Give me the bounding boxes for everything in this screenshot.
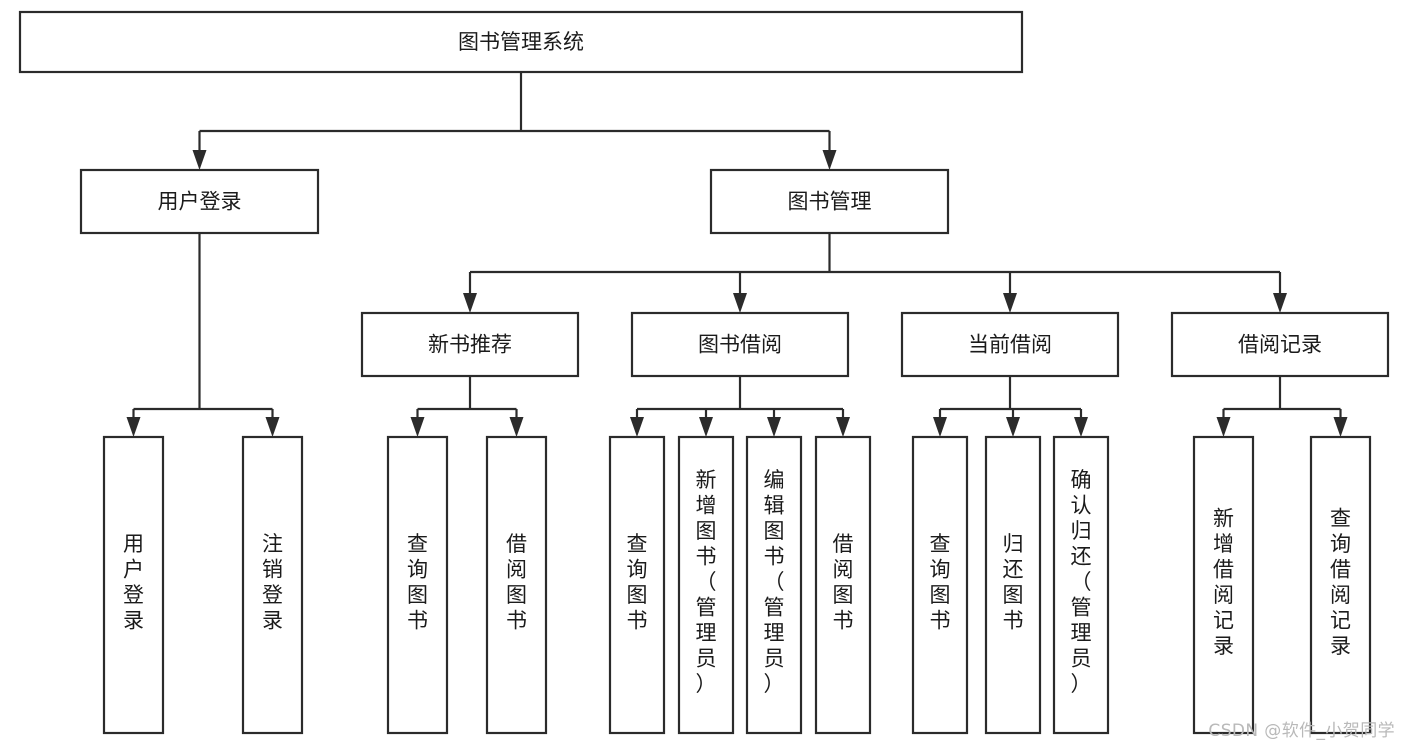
node-bb-edit-book[interactable]: 编辑图书（管理员） <box>745 435 803 735</box>
node-new-book-recommend[interactable]: 新书推荐 <box>360 311 580 378</box>
node-book-management[interactable]: 图书管理 <box>709 168 950 235</box>
node-box <box>485 435 548 735</box>
arrow-head-icon <box>463 293 477 313</box>
arrow-head-icon <box>192 150 207 170</box>
node-label: 查询图书 <box>627 532 648 633</box>
node-bb-borrow-book[interactable]: 借阅图书 <box>814 435 872 735</box>
arrow-head-icon <box>733 293 747 313</box>
node-box <box>360 311 580 378</box>
node-user-login[interactable]: 用户登录 <box>79 168 320 235</box>
arrow-head-icon <box>1074 417 1088 437</box>
node-box <box>102 435 165 735</box>
node-box <box>630 311 850 378</box>
node-bb-query-book[interactable]: 查询图书 <box>608 435 666 735</box>
arrow-head-icon <box>1273 293 1287 313</box>
node-box <box>709 168 950 235</box>
node-br-add-record[interactable]: 新增借阅记录 <box>1192 435 1255 735</box>
node-label: 图书借阅 <box>698 333 782 357</box>
node-nbr-query-book[interactable]: 查询图书 <box>386 435 449 735</box>
node-label: 注销登录 <box>262 532 283 633</box>
node-box <box>984 435 1042 735</box>
node-box <box>18 10 1024 74</box>
node-label: 编辑图书（管理员） <box>764 468 785 696</box>
node-box <box>79 168 320 235</box>
node-label: 新增图书（管理员） <box>696 468 717 696</box>
node-label: 借阅图书 <box>833 532 854 633</box>
node-layer: 图书管理系统用户登录用户登录注销登录图书管理新书推荐查询图书借阅图书图书借阅查询… <box>18 10 1390 735</box>
node-box <box>1170 311 1390 378</box>
node-box <box>1192 435 1255 735</box>
node-label: 用户登录 <box>123 532 144 633</box>
node-label: 图书管理系统 <box>458 30 584 54</box>
node-label: 归还图书 <box>1003 532 1024 633</box>
node-label: 借阅图书 <box>506 532 527 633</box>
node-label: 图书管理 <box>788 190 872 214</box>
node-label: 当前借阅 <box>968 333 1052 357</box>
node-box <box>900 311 1120 378</box>
node-label: 新增借阅记录 <box>1213 506 1234 658</box>
node-box <box>745 435 803 735</box>
node-label: 查询图书 <box>407 532 428 633</box>
arrow-head-icon <box>1216 417 1231 437</box>
node-br-query-record[interactable]: 查询借阅记录 <box>1309 435 1372 735</box>
node-root[interactable]: 图书管理系统 <box>18 10 1024 74</box>
arrow-head-icon <box>1333 417 1348 437</box>
arrow-head-icon <box>265 417 280 437</box>
node-box <box>814 435 872 735</box>
arrow-head-icon <box>126 417 141 437</box>
node-box <box>1052 435 1110 735</box>
node-borrow-record[interactable]: 借阅记录 <box>1170 311 1390 378</box>
arrow-head-icon <box>1003 293 1017 313</box>
node-box <box>241 435 304 735</box>
node-label: 用户登录 <box>158 190 242 214</box>
arrow-head-icon <box>509 417 524 437</box>
arrow-head-icon <box>836 417 850 437</box>
node-cb-confirm-return[interactable]: 确认归还（管理员） <box>1052 435 1110 735</box>
node-label: 新书推荐 <box>428 333 512 357</box>
csdn-watermark: CSDN @软件_小贺同学 <box>1208 721 1395 741</box>
node-label: 借阅记录 <box>1238 333 1322 357</box>
node-label: 查询图书 <box>930 532 951 633</box>
node-cb-query-book[interactable]: 查询图书 <box>911 435 969 735</box>
node-box <box>386 435 449 735</box>
node-current-borrow[interactable]: 当前借阅 <box>900 311 1120 378</box>
node-box <box>1309 435 1372 735</box>
node-leaf-logout[interactable]: 注销登录 <box>241 435 304 735</box>
node-leaf-user-login[interactable]: 用户登录 <box>102 435 165 735</box>
arrow-head-icon <box>822 150 837 170</box>
node-label: 查询借阅记录 <box>1330 506 1351 658</box>
connector-layer <box>126 72 1348 437</box>
arrow-head-icon <box>1006 417 1020 437</box>
arrow-head-icon <box>767 417 781 437</box>
node-bb-add-book[interactable]: 新增图书（管理员） <box>677 435 735 735</box>
node-label: 确认归还（管理员） <box>1071 468 1092 696</box>
node-box <box>911 435 969 735</box>
node-book-borrow[interactable]: 图书借阅 <box>630 311 850 378</box>
arrow-head-icon <box>933 417 947 437</box>
node-box <box>608 435 666 735</box>
node-nbr-borrow-book[interactable]: 借阅图书 <box>485 435 548 735</box>
arrow-head-icon <box>630 417 644 437</box>
arrow-head-icon <box>410 417 425 437</box>
node-cb-return-book[interactable]: 归还图书 <box>984 435 1042 735</box>
arrow-head-icon <box>699 417 713 437</box>
node-box <box>677 435 735 735</box>
